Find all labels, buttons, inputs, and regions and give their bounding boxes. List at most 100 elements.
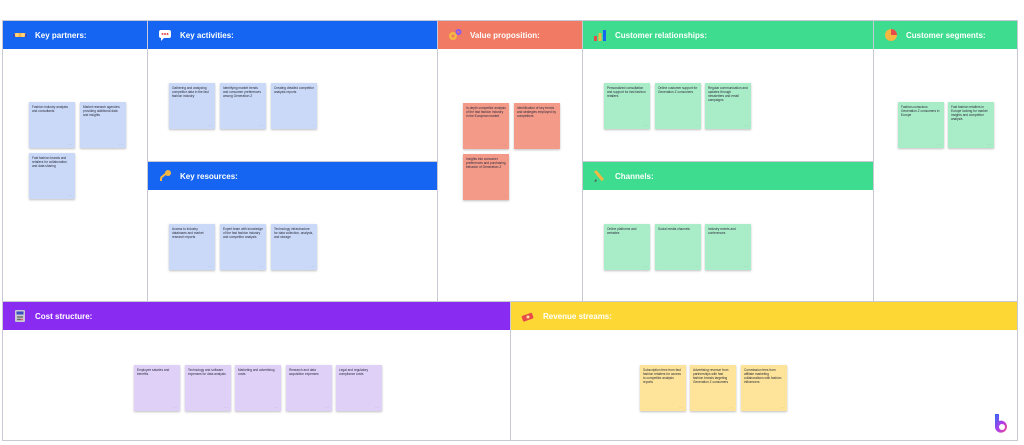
sticky-note[interactable]: Industry events and conferences ···	[705, 224, 751, 270]
sticky-note[interactable]: Marketing and advertising costs ···	[235, 365, 281, 411]
sticky-note[interactable]: Personalized consultation and support fo…	[604, 83, 650, 129]
note-more-icon[interactable]: ···	[68, 142, 72, 146]
gears-icon	[448, 28, 462, 42]
note-text: Employee salaries and benefits	[137, 368, 170, 376]
sticky-note[interactable]: Advertising revenue from partnerships wi…	[690, 365, 736, 411]
sticky-note[interactable]: Subscription fees from fast fashion reta…	[640, 365, 686, 411]
note-more-icon[interactable]: ···	[553, 143, 557, 147]
note-text: Market research agencies providing addit…	[83, 105, 120, 117]
sticky-note[interactable]: Social media channels···	[655, 224, 701, 270]
section-key-activities: Key activities: Gathering and analyzing …	[147, 20, 438, 162]
note-text: Access to industry databases and market …	[172, 227, 204, 239]
note-text: Advertising revenue from partnerships wi…	[693, 368, 729, 384]
sticky-note[interactable]: Fast fashion brands and retailers for co…	[29, 153, 75, 199]
note-more-icon[interactable]: ···	[502, 143, 506, 147]
note-text: Marketing and advertising costs	[238, 368, 275, 376]
sticky-note[interactable]: Research and data acquisition expenses··…	[286, 365, 332, 411]
note-text: Identification of key trends and strateg…	[517, 106, 556, 118]
section-title: Customer segments:	[906, 30, 986, 40]
sticky-note[interactable]: Expert team with knowledge of the fast f…	[220, 224, 266, 270]
section-title: Cost structure:	[35, 311, 93, 321]
sticky-note[interactable]: Access to industry databases and market …	[169, 224, 215, 270]
note-more-icon[interactable]: ···	[259, 123, 263, 127]
note-more-icon[interactable]: ···	[208, 123, 212, 127]
note-more-icon[interactable]: ···	[119, 142, 123, 146]
sticky-note[interactable]: Gathering and analyzing competitor data …	[169, 83, 215, 129]
note-more-icon[interactable]: ···	[310, 123, 314, 127]
sticky-note[interactable]: Regular communication and updates throug…	[705, 83, 751, 129]
header-channels[interactable]: Channels:	[583, 162, 873, 190]
note-more-icon[interactable]: ···	[643, 123, 647, 127]
note-text: Insights into consumer preferences and p…	[466, 157, 506, 169]
note-more-icon[interactable]: ···	[68, 193, 72, 197]
pie-chart-icon	[884, 28, 898, 42]
section-customer-relationships: Customer relationships: Personalized con…	[582, 20, 874, 162]
note-text: Technology and software expenses for dat…	[188, 368, 226, 376]
sticky-note[interactable]: Identifying market trends and consumer p…	[220, 83, 266, 129]
note-text: Creating detailed competitor analysis re…	[274, 86, 314, 94]
note-text: Fashion-conscious Generation Z consumers…	[901, 105, 940, 117]
note-more-icon[interactable]: ···	[694, 123, 698, 127]
note-more-icon[interactable]: ···	[744, 123, 748, 127]
sticky-note[interactable]: Fast fashion retailers in Europe looking…	[948, 102, 994, 148]
note-text: Technology infrastructure for data colle…	[274, 227, 314, 239]
header-value-proposition[interactable]: Value proposition:	[438, 21, 582, 49]
sticky-note[interactable]: Technology and software expenses for dat…	[185, 365, 231, 411]
sticky-note[interactable]: Market research agencies providing addit…	[80, 102, 126, 148]
sticky-note[interactable]: Fashion industry analysts and consultant…	[29, 102, 75, 148]
note-more-icon[interactable]: ···	[780, 405, 784, 409]
note-more-icon[interactable]: ···	[643, 264, 647, 268]
note-text: Regular communication and updates throug…	[708, 86, 748, 102]
note-more-icon[interactable]: ···	[173, 405, 177, 409]
note-text: Industry events and conferences	[708, 227, 736, 235]
note-more-icon[interactable]: ···	[375, 405, 379, 409]
sticky-note[interactable]: Creating detailed competitor analysis re…	[271, 83, 317, 129]
sticky-note[interactable]: Employee salaries and benefits ···	[134, 365, 180, 411]
sticky-note[interactable]: In-depth competitor analysis of the fast…	[463, 103, 509, 149]
note-more-icon[interactable]: ···	[325, 405, 329, 409]
section-value-proposition: Value proposition: In-depth competitor a…	[437, 20, 583, 302]
note-text: In-depth competitor analysis of the fast…	[466, 106, 506, 118]
section-title: Key activities:	[180, 30, 234, 40]
header-key-activities[interactable]: Key activities:	[148, 21, 437, 49]
note-more-icon[interactable]: ···	[937, 142, 941, 146]
header-key-partners[interactable]: Key partners:	[3, 21, 147, 49]
note-more-icon[interactable]: ···	[679, 405, 683, 409]
sticky-note[interactable]: Legal and regulatory compliance costs···	[336, 365, 382, 411]
sticky-note[interactable]: Fashion-conscious Generation Z consumers…	[898, 102, 944, 148]
note-more-icon[interactable]: ···	[208, 264, 212, 268]
section-title: Customer relationships:	[615, 30, 708, 40]
note-more-icon[interactable]: ···	[224, 405, 228, 409]
note-more-icon[interactable]: ···	[310, 264, 314, 268]
note-more-icon[interactable]: ···	[987, 142, 991, 146]
section-title: Revenue streams:	[543, 311, 612, 321]
header-customer-relationships[interactable]: Customer relationships:	[583, 21, 873, 49]
header-revenue-streams[interactable]: Revenue streams:	[511, 302, 1017, 330]
section-cost-structure: Cost structure: Employee salaries and be…	[2, 301, 511, 441]
money-icon	[521, 309, 535, 323]
sticky-note[interactable]: Technology infrastructure for data colle…	[271, 224, 317, 270]
header-customer-segments[interactable]: Customer segments:	[874, 21, 1017, 49]
sticky-note[interactable]: Commission fees from affiliate marketing…	[741, 365, 787, 411]
header-cost-structure[interactable]: Cost structure:	[3, 302, 510, 330]
note-more-icon[interactable]: ···	[259, 264, 263, 268]
note-more-icon[interactable]: ···	[274, 405, 278, 409]
handshake-icon	[13, 28, 27, 42]
note-more-icon[interactable]: ···	[694, 264, 698, 268]
sticky-note[interactable]: Online customer support for Generation Z…	[655, 83, 701, 129]
section-channels: Channels: Online platforms and websites·…	[582, 161, 874, 302]
note-text: Personalized consultation and support fo…	[607, 86, 646, 98]
note-text: Fast fashion retailers in Europe looking…	[951, 105, 988, 121]
chat-icon	[158, 28, 172, 42]
header-key-resources[interactable]: Key resources:	[148, 162, 437, 190]
pencil-icon	[593, 169, 607, 183]
note-more-icon[interactable]: ···	[744, 264, 748, 268]
section-key-resources: Key resources: Access to industry databa…	[147, 161, 438, 302]
note-more-icon[interactable]: ···	[729, 405, 733, 409]
section-title: Key partners:	[35, 30, 87, 40]
calculator-icon	[13, 309, 27, 323]
sticky-note[interactable]: Insights into consumer preferences and p…	[463, 154, 509, 200]
sticky-note[interactable]: Online platforms and websites···	[604, 224, 650, 270]
note-more-icon[interactable]: ···	[502, 194, 506, 198]
sticky-note[interactable]: Identification of key trends and strateg…	[514, 103, 560, 149]
